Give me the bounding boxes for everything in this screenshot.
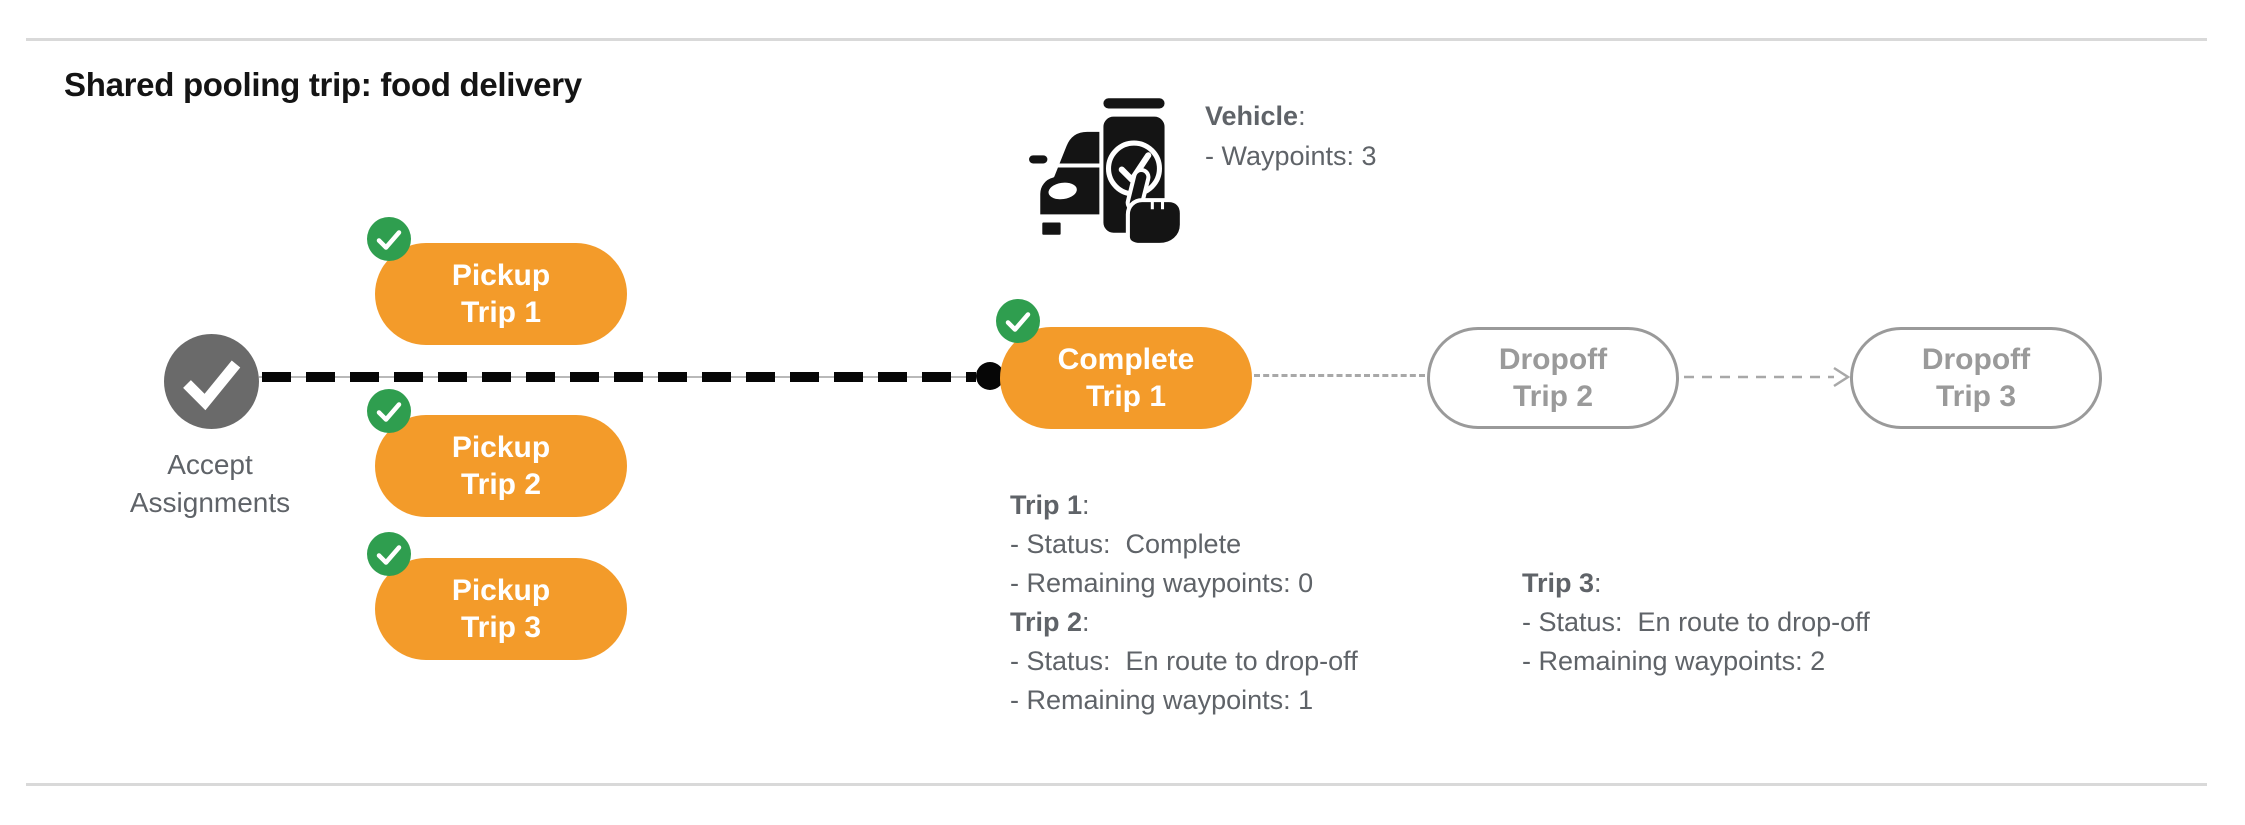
pill-label-line1: Complete [1057, 343, 1195, 376]
accept-assignments-node [164, 334, 259, 429]
trip-1-waypoints-line: - Remaining waypoints: 0 [1010, 568, 1314, 598]
completed-check-badge [367, 532, 411, 576]
pill-label-line1: Pickup [451, 574, 551, 607]
trip-2-colon: : [1082, 607, 1090, 637]
check-icon [183, 360, 241, 411]
dropoff-trip-3-node: Dropoff Trip 3 [1850, 327, 2102, 429]
completed-check-badge [367, 217, 411, 261]
vehicle-waypoints-line: - Waypoints: 3 [1205, 141, 1377, 171]
page-title: Shared pooling trip: food delivery [64, 66, 582, 103]
pill-label-line2: Trip 3 [460, 611, 542, 644]
trip-2-heading: Trip 2: [1010, 603, 1358, 642]
connector-arrow-dropoff2-to-dropoff3 [1684, 366, 1851, 388]
trip-3-waypoints-line: - Remaining waypoints: 2 [1522, 646, 1826, 676]
pill-label-line1: Pickup [451, 259, 551, 292]
check-icon [376, 402, 402, 422]
trip-2-title: Trip 2 [1010, 607, 1083, 637]
car-phone-check-icon [1026, 94, 1184, 247]
connector-complete-to-dropoff2 [1254, 374, 1425, 377]
trip-1-2-status-block: Trip 1: - Status: Complete - Remaining w… [1010, 486, 1358, 720]
check-icon [376, 545, 402, 565]
trip-3-status-line: - Status: En route to drop-off [1522, 607, 1870, 637]
accept-label-line2: Assignments [129, 487, 291, 518]
pill-label-line1: Dropoff [1921, 343, 2031, 376]
vehicle-label-colon: : [1298, 101, 1306, 131]
vehicle-info: Vehicle: - Waypoints: 3 [1205, 96, 1377, 176]
pickup-trip-2-node: Pickup Trip 2 [367, 389, 627, 517]
completed-check-badge [996, 299, 1040, 343]
dropoff-trip-2-node: Dropoff Trip 2 [1427, 327, 1679, 429]
route-dashed-line [262, 372, 976, 382]
trip-1-heading: Trip 1: [1010, 486, 1358, 525]
pickup-trip-3-node: Pickup Trip 3 [367, 532, 627, 660]
accept-assignments-label: Accept Assignments [80, 446, 340, 522]
trip-1-status-line: - Status: Complete [1010, 529, 1242, 559]
trip-1-colon: : [1082, 490, 1090, 520]
top-divider [26, 38, 2207, 41]
trip-1-title: Trip 1 [1010, 490, 1083, 520]
pill-label-line2: Trip 2 [1512, 380, 1594, 413]
trip-3-status-block: Trip 3: - Status: En route to drop-off -… [1522, 564, 1870, 681]
trip-2-waypoints-line: - Remaining waypoints: 1 [1010, 685, 1314, 715]
vehicle-label: Vehicle [1205, 101, 1299, 131]
trip-3-colon: : [1594, 568, 1602, 598]
accept-label-line1: Accept [167, 449, 253, 480]
complete-trip-1-node: Complete Trip 1 [996, 299, 1252, 429]
pill-label-line1: Dropoff [1498, 343, 1608, 376]
vehicle-heading: Vehicle: [1205, 96, 1377, 136]
check-icon [376, 230, 402, 250]
current-position-dot [976, 362, 1004, 390]
pill-label-line2: Trip 1 [1085, 380, 1167, 413]
trip-3-title: Trip 3 [1522, 568, 1595, 598]
pickup-trip-1-node: Pickup Trip 1 [367, 217, 627, 345]
trip-2-status-line: - Status: En route to drop-off [1010, 646, 1358, 676]
pill-label-line2: Trip 3 [1935, 380, 2017, 413]
check-icon [1005, 312, 1031, 332]
pill-label-line1: Pickup [451, 431, 551, 464]
pill-label-line2: Trip 1 [460, 296, 542, 329]
bottom-divider [26, 783, 2207, 786]
pill-label-line2: Trip 2 [460, 468, 542, 501]
completed-check-badge [367, 389, 411, 433]
trip-3-heading: Trip 3: [1522, 564, 1870, 603]
